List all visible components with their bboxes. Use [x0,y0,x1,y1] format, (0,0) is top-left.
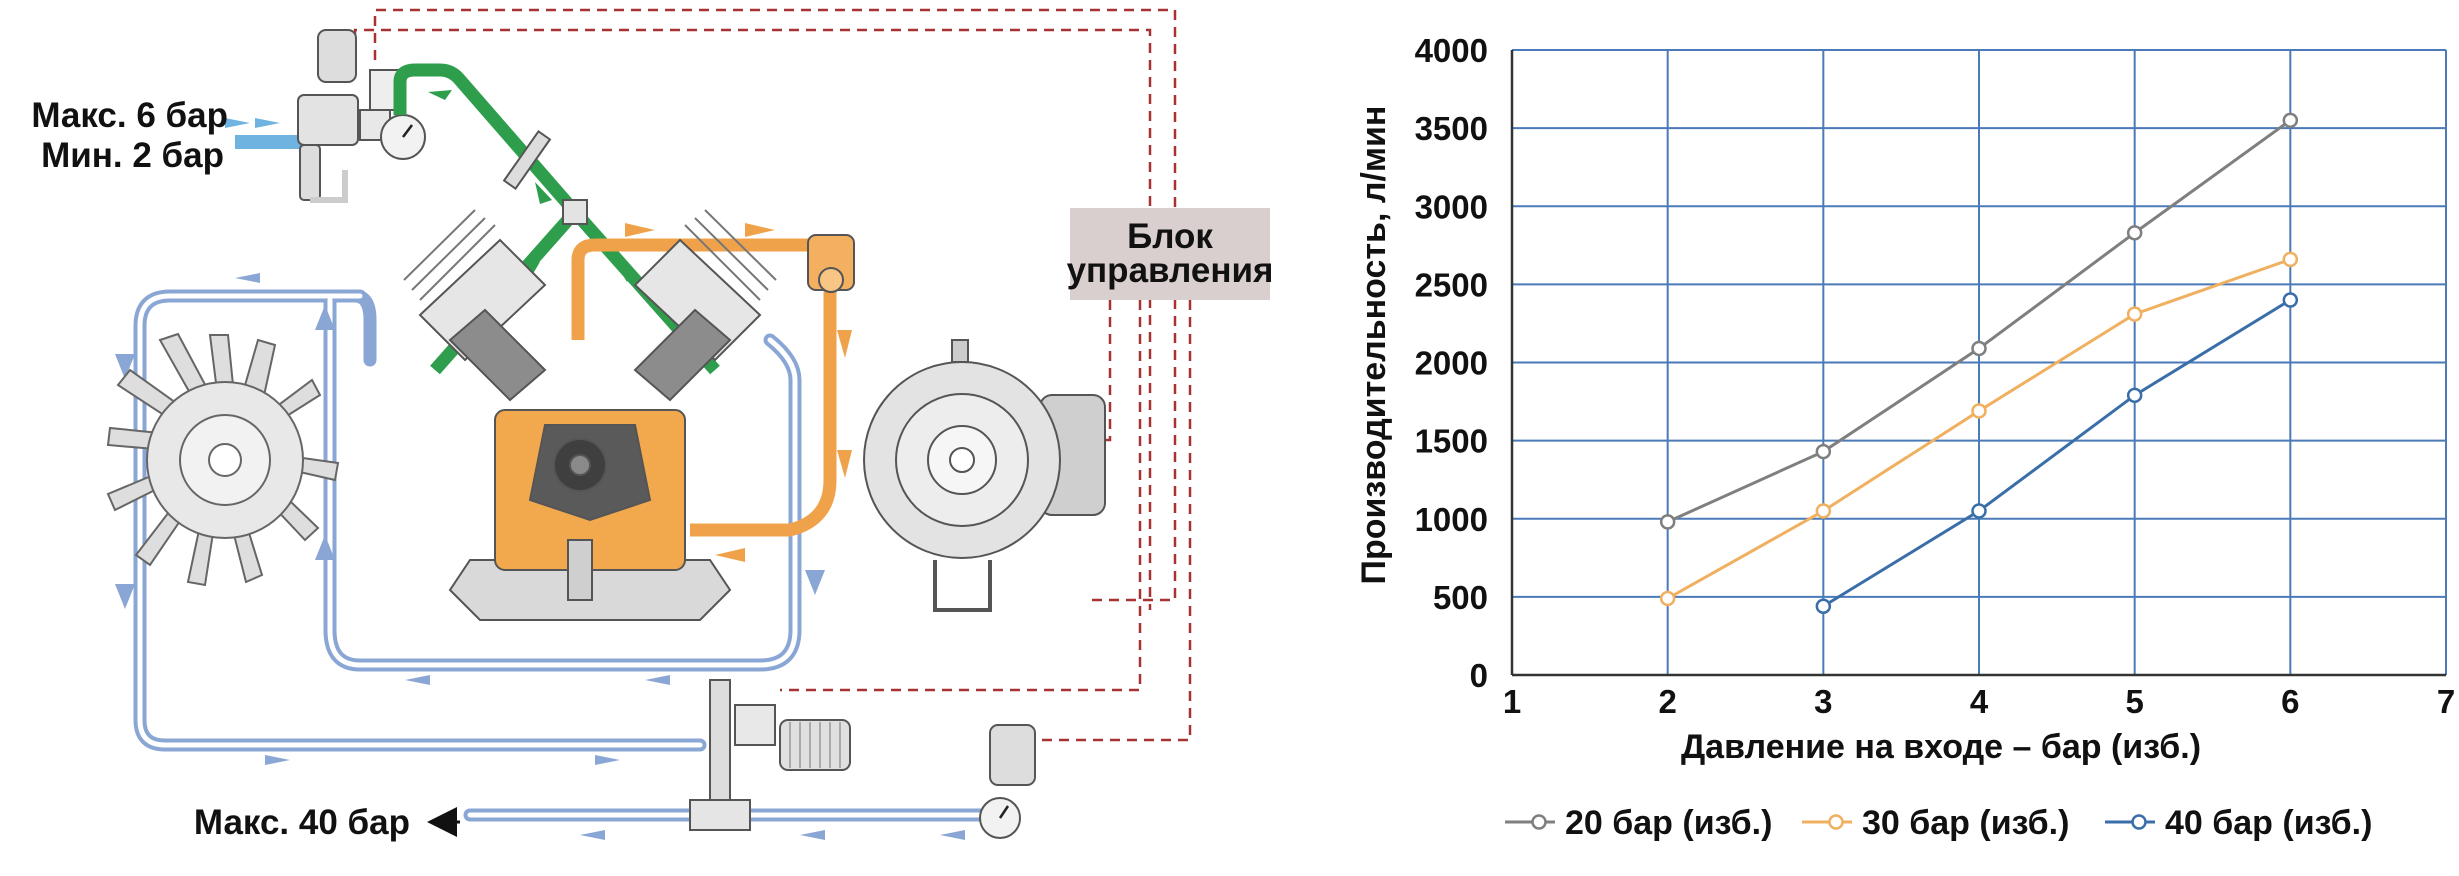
x-tick-label: 5 [2125,683,2143,720]
x-tick-label: 3 [1814,683,1832,720]
data-point [2126,387,2143,404]
data-point [2282,251,2299,268]
inlet-min-label: Мин. 2 бар [41,136,224,175]
x-tick-label: 1 [1503,683,1521,720]
data-point [1971,403,1987,419]
data-point [1659,514,1676,530]
series-line [1822,298,2292,608]
chart-axes [1510,50,2446,677]
data-point [1815,443,1832,460]
electric-motor [863,339,1106,612]
y-tick-label: 2500 [1415,266,1488,303]
suction-tee [562,199,588,225]
outlet-max-label: Макс. 40 бар [194,803,410,842]
legend-swatch-marker [2131,814,2147,830]
x-tick-label: 2 [1658,683,1676,720]
y-tick-label: 1500 [1415,423,1488,460]
compressor-block [403,209,777,621]
intermediate-flow-arrows [625,223,852,562]
data-point [2282,292,2299,308]
data-point [2282,112,2299,129]
chart-tick-labels: 1 2 3 4 5 6 7 0 500 1000 1500 2000 2500 3000 3500 4000 [1415,32,2456,720]
control-unit-label-line1: Блок [1127,217,1213,256]
legend-swatch-marker [1531,814,1547,830]
data-point [2126,306,2143,322]
data-point [1815,503,1832,519]
y-tick-label: 3000 [1415,188,1488,225]
x-axis-title: Давление на входе – бар (изб.) [1681,728,2201,766]
data-point [2126,225,2143,241]
y-axis-title: Производительность, л/мин [1355,106,1393,585]
suction-valve [502,130,552,190]
y-tick-label: 0 [1470,657,1488,694]
y-tick-label: 500 [1433,579,1488,616]
inlet-max-label: Макс. 6 бар [31,96,228,135]
chart-legend: 20 бар (изб.) 30 бар (изб.) 40 бар (изб.) [1505,804,2372,842]
legend-entry-label: 20 бар (изб.) [1565,804,1772,842]
inlet-pipe [225,118,315,149]
data-point [1815,598,1832,614]
control-unit-label-line2: управления [1067,251,1274,290]
data-point [1971,503,1987,519]
y-tick-label: 2000 [1415,345,1488,382]
x-tick-label: 7 [2437,683,2455,720]
chart-series [1659,112,2299,614]
legend-entry-label: 30 бар (изб.) [1862,804,2069,842]
cooling-flow-arrows [115,273,965,840]
y-tick-label: 1000 [1415,501,1488,538]
legend-swatch-marker [1828,814,1844,830]
x-tick-label: 4 [1970,683,1989,720]
outlet-assembly [689,679,1036,839]
y-tick-label: 3500 [1415,110,1488,147]
x-tick-label: 6 [2281,683,2299,720]
intercooler-valve [807,234,855,293]
cooling-fan [106,332,340,587]
compressor-schematic: Блок управления [31,8,1274,842]
control-unit-box: Блок управления [1067,208,1274,300]
chart-grid [1511,49,2447,676]
data-point [1971,340,1987,357]
control-signal-lines [353,8,1192,742]
y-tick-label: 4000 [1415,32,1488,69]
legend-entry-label: 40 бар (изб.) [2165,804,2372,842]
data-point [1659,590,1676,607]
